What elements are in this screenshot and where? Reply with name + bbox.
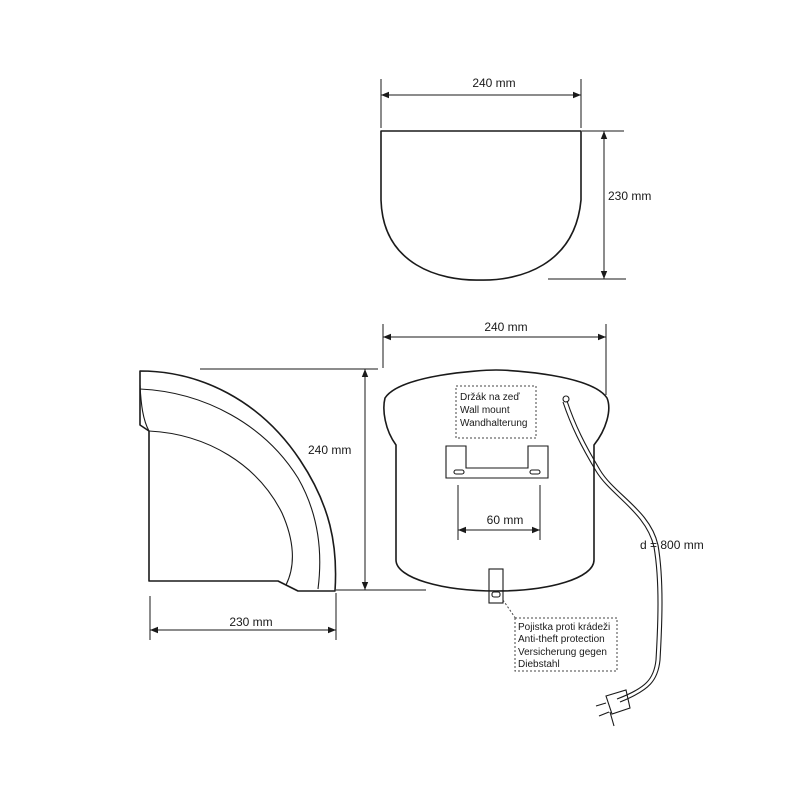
side-height-label: 240 mm	[308, 443, 351, 457]
top-view-outline	[380, 130, 582, 281]
anti-theft-tab	[488, 568, 504, 604]
wall-mount-bracket	[445, 445, 549, 479]
anti-theft-note-de: Versicherung gegen	[518, 647, 607, 658]
plug-icon	[595, 689, 631, 727]
side-view: 240 mm 230 mm	[139, 368, 426, 640]
power-cable	[566, 400, 663, 703]
bracket-width-label: 60 mm	[487, 513, 524, 527]
anti-theft-note-cs: Pojistka proti krádeži	[518, 622, 610, 633]
wall-mount-note-cs: Držák na zeď	[460, 392, 520, 403]
top-width-label: 240 mm	[472, 76, 515, 90]
top-height-label: 230 mm	[608, 189, 651, 203]
bracket-hole-left	[453, 469, 465, 475]
power-cable-inner	[562, 401, 659, 700]
cable-length-label: d = 800 mm	[640, 538, 704, 552]
front-view: 240 mm Držák na zeď Wall mount Wandhalte…	[382, 320, 704, 727]
side-view-inner-curve-1	[139, 388, 321, 590]
side-view-lip-curve	[139, 384, 150, 432]
top-view: 240 mm 230 mm	[380, 76, 651, 281]
anti-theft-note-en: Anti-theft protection	[518, 634, 605, 645]
cable-entry	[562, 395, 570, 403]
front-width-label: 240 mm	[484, 320, 527, 334]
side-view-outer-shell	[139, 370, 337, 592]
bracket-hole-right	[529, 469, 541, 475]
front-view-outline	[383, 369, 610, 592]
side-view-inner-curve-2	[148, 430, 293, 586]
anti-theft-note-box	[514, 617, 618, 672]
wall-mount-note-en: Wall mount	[460, 405, 510, 416]
anti-theft-note-de-2: Diebstahl	[518, 659, 560, 670]
wall-mount-note-box	[455, 385, 537, 439]
anti-theft-leader	[502, 599, 517, 620]
anti-theft-hole	[491, 591, 501, 598]
side-depth-label: 230 mm	[229, 615, 272, 629]
wall-mount-note-de: Wandhalterung	[460, 418, 527, 429]
